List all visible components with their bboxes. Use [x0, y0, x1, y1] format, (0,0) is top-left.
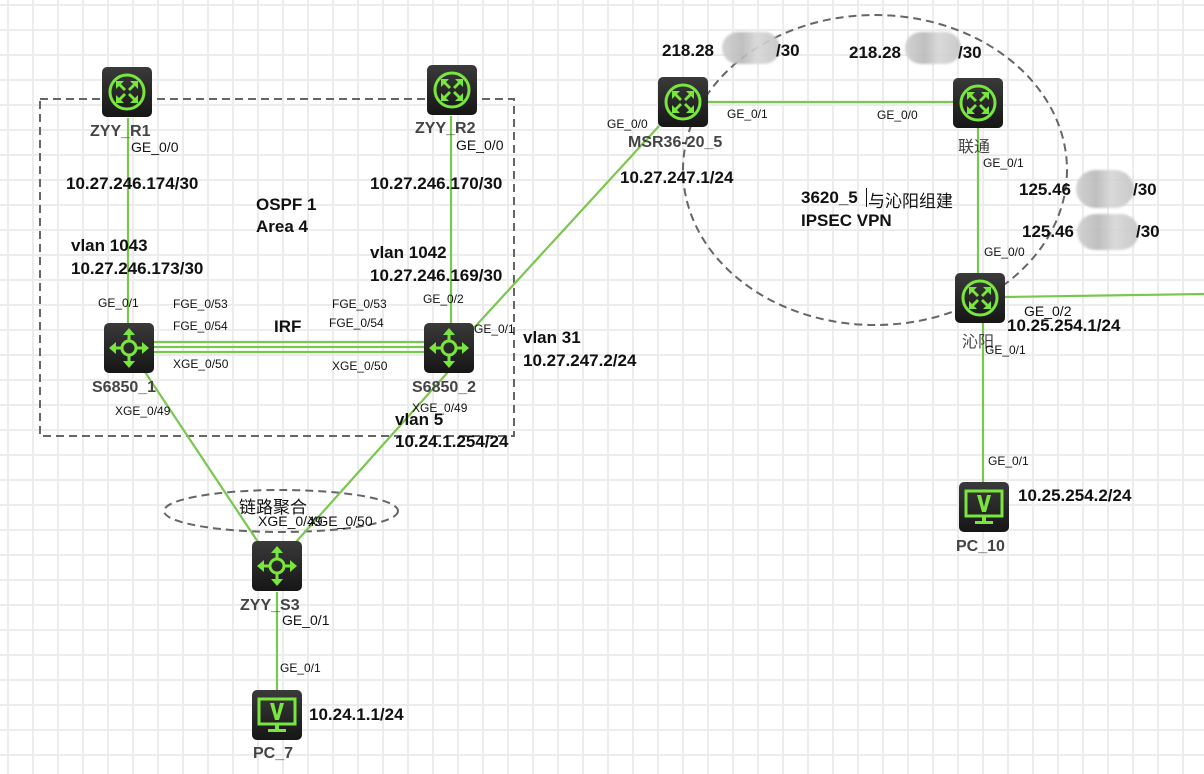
ospf-label-line2: Area 4	[256, 217, 308, 236]
ip-label-vlan1043: 10.27.246.173/30	[71, 259, 204, 278]
device-label-zyy-s3: ZYY_S3	[240, 597, 300, 614]
ipsec-vpn-boundary	[682, 14, 1068, 326]
ospf-label-line1: OSPF 1	[256, 195, 317, 214]
ip-label-pc10: 10.25.254.2/24	[1018, 486, 1132, 505]
port-label: XGE_0/49	[258, 513, 323, 529]
port-label: GE_0/0	[456, 137, 504, 153]
pc-pc-10[interactable]	[959, 482, 1009, 532]
vpn-label-line1a: 3620_5	[801, 188, 858, 207]
port-label: GE_0/0	[607, 117, 648, 131]
router-liantong[interactable]	[953, 78, 1003, 128]
device-label-pc-7: PC_7	[253, 745, 294, 762]
device-label-liantong: 联通	[958, 137, 991, 156]
router-icon	[961, 279, 999, 317]
router-icon	[664, 83, 702, 121]
link-s6850-2-s3[interactable]	[295, 371, 449, 543]
router-qinyang[interactable]	[955, 273, 1005, 323]
port-label: XGE_0/50	[173, 357, 229, 371]
ip-label-qy-ge00-suffix: /30	[1136, 222, 1160, 241]
ospf-area-boundary	[39, 98, 515, 437]
port-label: GE_0/0	[984, 245, 1025, 259]
switch-zyy-s3[interactable]	[252, 541, 302, 591]
port-label: FGE_0/53	[173, 297, 228, 311]
ip-label-vlan31: 10.27.247.2/24	[523, 351, 637, 370]
switch-icon	[109, 328, 149, 368]
device-label-qinyang: 沁阳	[962, 332, 995, 351]
port-label: XGE_0/49	[412, 401, 468, 415]
ip-label-r1: 10.27.246.174/30	[66, 174, 199, 193]
router-icon	[433, 71, 471, 109]
ip-label-msr-lan: 10.27.247.1/24	[620, 168, 734, 187]
device-label-msr36-20-5: MSR36-20_5	[628, 134, 723, 151]
port-label: XGE_0/50	[332, 359, 388, 373]
switch-s6850-2[interactable]	[424, 323, 474, 373]
router-icon	[108, 73, 146, 111]
port-label: GE_0/1	[988, 454, 1029, 468]
ip-label-r2: 10.27.246.170/30	[370, 174, 503, 193]
vlan-label-5: vlan 5	[395, 410, 444, 429]
vlan-label-1042: vlan 1042	[370, 243, 447, 262]
port-label: XGE_0/49	[115, 404, 171, 418]
vlan-label-31: vlan 31	[523, 328, 581, 347]
redacted-ip-mask	[905, 32, 961, 64]
vpn-label-line1b: 与沁阳组建	[868, 192, 953, 212]
port-label: FGE_0/54	[329, 316, 384, 330]
redacted-ip-mask	[1077, 214, 1139, 250]
switch-icon	[429, 328, 469, 368]
ip-label-lt-wan-prefix: 218.28	[849, 43, 901, 62]
pc-icon	[964, 489, 1004, 524]
ip-label-vlan5: 10.24.1.254/24	[395, 432, 509, 451]
pc-pc-7[interactable]	[252, 690, 302, 740]
ip-label-qy-lan: 10.25.254.1/24	[1007, 316, 1121, 335]
port-label: GE_0/1	[282, 612, 330, 628]
port-label: GE_0/1	[985, 343, 1026, 357]
router-msr36-20-5[interactable]	[658, 77, 708, 127]
link-s6850-1-s3[interactable]	[144, 371, 259, 543]
link-aggregation-boundary	[163, 489, 399, 533]
port-label: GE_0/0	[131, 139, 179, 155]
port-label: GE_0/1	[98, 296, 139, 310]
vlan-label-1043: vlan 1043	[71, 236, 148, 255]
port-label: GE_0/1	[983, 156, 1024, 170]
ip-label-lt-wan-suffix: /30	[958, 43, 982, 62]
device-label-s6850-2: S6850_2	[412, 379, 477, 396]
link-qinyang-east[interactable]	[1003, 292, 1204, 299]
port-label: FGE_0/54	[173, 319, 228, 333]
ip-label-pc7: 10.24.1.1/24	[309, 705, 404, 724]
device-label-s6850-1: S6850_1	[92, 379, 157, 396]
ip-label-msr-wan-prefix: 218.28	[662, 41, 714, 60]
ip-label-qy-ge00-prefix: 125.46	[1022, 222, 1074, 241]
port-label: FGE_0/53	[332, 297, 387, 311]
irf-label: IRF	[274, 317, 302, 336]
router-zyy-r1[interactable]	[102, 67, 152, 117]
ip-label-msr-wan-suffix: /30	[776, 41, 800, 60]
port-label: GE_0/2	[423, 292, 464, 306]
pc-icon	[257, 697, 297, 732]
link-aggregation-label: 链路聚合	[239, 498, 307, 518]
port-label: XGE_0/50	[308, 513, 373, 529]
port-label: GE_0/0	[877, 108, 918, 122]
link-s6850-2-msr[interactable]	[471, 125, 660, 331]
device-label-zyy-r2: ZYY_R2	[415, 120, 476, 137]
redacted-ip-mask	[1076, 170, 1134, 208]
vpn-label-line2: IPSEC VPN	[801, 211, 892, 230]
redacted-ip-mask	[722, 32, 780, 64]
device-label-zyy-r1: ZYY_R1	[90, 123, 151, 140]
router-zyy-r2[interactable]	[427, 65, 477, 115]
port-label: GE_0/1	[280, 661, 321, 675]
ip-label-lt-ge01-suffix: /30	[1133, 180, 1157, 199]
switch-icon	[257, 546, 297, 586]
router-icon	[959, 84, 997, 122]
port-label: GE_0/2	[1024, 303, 1072, 319]
text-cursor	[866, 188, 867, 207]
ip-label-lt-ge01-prefix: 125.46	[1019, 180, 1071, 199]
port-label: GE_0/1	[727, 107, 768, 121]
ip-label-vlan1042: 10.27.246.169/30	[370, 266, 503, 285]
port-label: GE_0/1	[474, 322, 515, 336]
switch-s6850-1[interactable]	[104, 323, 154, 373]
device-label-pc-10: PC_10	[956, 538, 1005, 555]
